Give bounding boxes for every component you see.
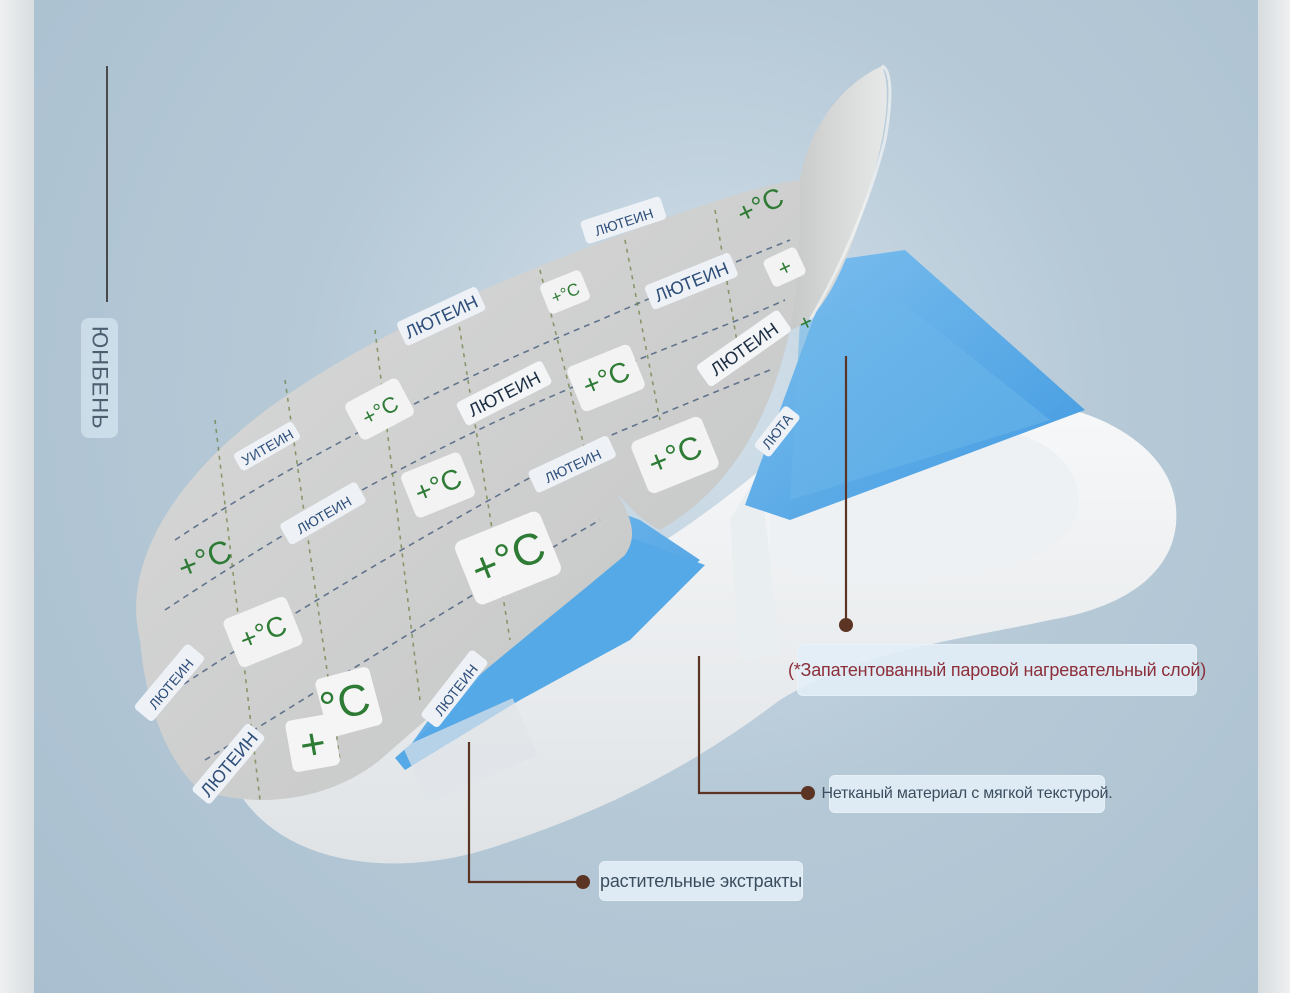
nonwoven-leader-dot [801,786,815,800]
callout-nonwoven-material-text: Нетканый материал с мягкой текстурой. [821,785,1113,802]
vertical-brand-text: ЮНБЕНЬ [87,326,113,430]
callout-plant-extracts: растительные экстракты [599,861,803,901]
extracts-leader-dot [576,875,590,889]
gel-layer [370,250,1085,804]
callout-dots [576,618,853,889]
sheet-temp-marks: +°C +°C +°C +°C +°C +°C [173,181,817,772]
extracts-leader-line [467,742,583,884]
patent-leader-dot [839,618,853,632]
nonwoven-leader-line [697,656,808,795]
left-frame-edge [0,0,34,993]
callout-nonwoven-material: Нетканый материал с мягкой текстурой. [821,775,1113,813]
right-frame-edge [1258,0,1290,993]
callout-leaders [467,356,848,884]
callout-plant-extracts-text: растительные экстракты [600,870,802,891]
callout-patented-steam-layer-text: (*Запатентованный паровой нагревательный… [787,659,1207,680]
callout-patented-steam-layer: (*Запатентованный паровой нагревательный… [788,644,1206,696]
vertical-divider-line [106,66,108,302]
vertical-brand-label: ЮНБЕНЬ [81,318,118,438]
